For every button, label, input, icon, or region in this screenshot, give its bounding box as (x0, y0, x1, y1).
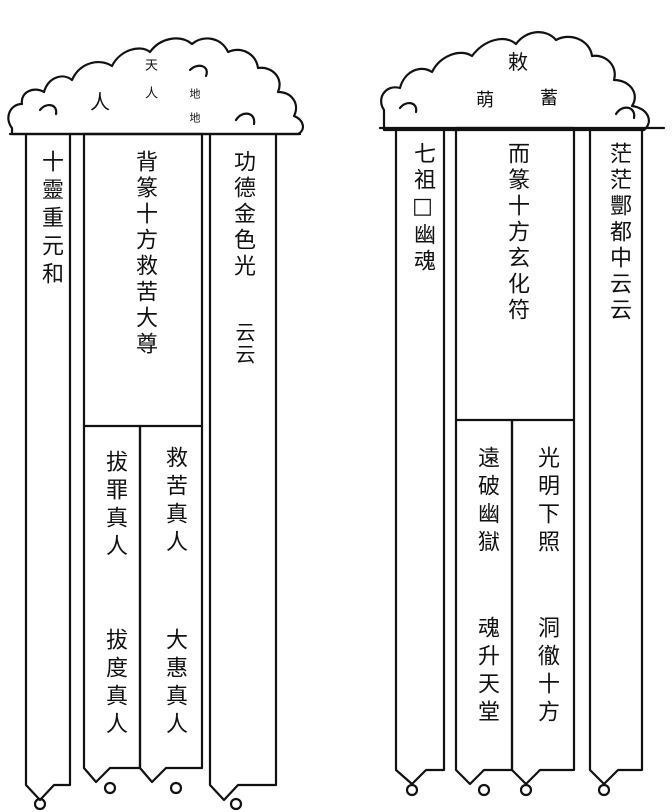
right-knot-4 (597, 783, 611, 797)
left-banner-center-top-text: 背篆十方救苦大尊 (132, 150, 157, 358)
left-banner-right-strip (208, 132, 278, 802)
right-knot-2 (477, 783, 491, 797)
left-banner-bottom-right-text-2: 大惠真人 (162, 628, 187, 740)
right-canopy-top-label: 敕 (508, 50, 528, 74)
right-banner-right-strip-text: 茫茫酆都中云云 (606, 142, 631, 324)
left-canopy-cloud (7, 37, 304, 136)
left-knot-2 (103, 781, 117, 795)
right-canopy-curl-1 (398, 102, 418, 114)
left-banner-right-strip-text-2: 云云 (232, 322, 256, 366)
right-banner-bottom-left-text-2: 魂升天堂 (474, 616, 499, 728)
right-canopy-right-label: 蓄 (540, 88, 558, 109)
right-knot-1 (405, 783, 419, 797)
right-knot-3 (519, 783, 533, 797)
left-banner-left-strip (24, 132, 72, 802)
right-banner-right-strip (588, 126, 644, 786)
right-banner-bottom-right-text-2: 洞徹十方 (534, 616, 559, 728)
right-banner-left-strip-text: 七祖□幽魂 (410, 142, 435, 275)
right-banner-bottom-right-text-1: 光明下照 (534, 446, 559, 558)
left-canopy-curl-2 (234, 112, 256, 126)
left-knot-3 (169, 781, 183, 795)
right-canopy-cloud (380, 31, 650, 132)
left-canopy-right-label: 地 地 (188, 88, 201, 123)
right-banner-left-strip (394, 126, 446, 786)
left-banner-bottom-right-text-1: 救苦真人 (162, 446, 187, 558)
left-canopy-top-label: 天 人 (142, 58, 157, 99)
left-banner-bottom-left-text-2: 拔度真人 (102, 628, 127, 740)
right-banner-bottom-left-text-1: 遠破幽獄 (474, 446, 499, 558)
left-banner-right-strip-text-1: 功德金色光 (230, 150, 255, 280)
right-canopy-curl-2 (614, 106, 636, 120)
left-canopy-curl-1 (38, 104, 58, 116)
left-canopy-left-label: 人 (90, 90, 110, 114)
left-banner-center-top-panel (82, 132, 204, 428)
left-banner-left-strip-text: 十靈重元和 (38, 150, 63, 290)
right-banner-center-bottom-right (510, 418, 576, 786)
left-knot-4 (229, 797, 243, 811)
left-banner-bottom-left-text-1: 拔罪真人 (102, 450, 127, 562)
left-canopy-curl-3 (188, 64, 208, 78)
right-banner-center-top-text: 而篆十方玄化符 (504, 142, 529, 324)
left-banner-center-bottom-right (138, 424, 204, 784)
right-canopy-left-label: 萌 (476, 90, 494, 111)
left-knot-1 (33, 797, 47, 811)
right-banner-center-top-panel (454, 126, 576, 422)
